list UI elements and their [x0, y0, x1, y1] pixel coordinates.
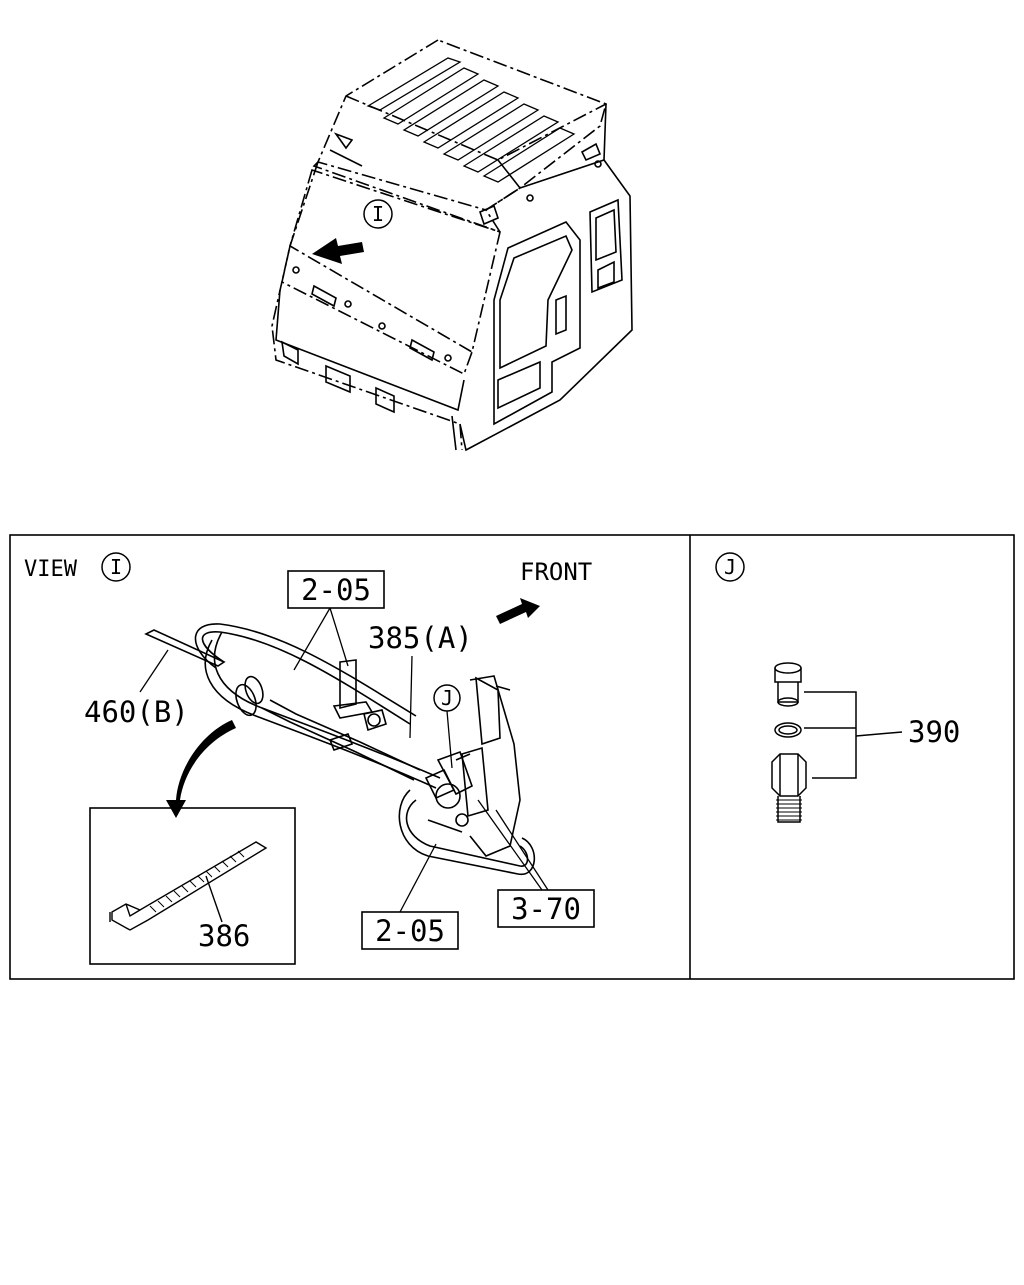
view-circle-i: I	[101, 552, 131, 582]
part-385a-label: 385(A)	[368, 621, 473, 655]
front-arrow	[496, 598, 540, 624]
part-460b-label: 460(B)	[84, 695, 189, 729]
ref-box-2-05-top: 2-05	[287, 570, 385, 609]
cable-tie-drawing	[109, 841, 268, 931]
cab-illustration	[271, 39, 633, 452]
cab-callout-i: I	[363, 199, 393, 229]
svg-text:2-05: 2-05	[375, 914, 445, 948]
cable-tie-detail-box	[89, 807, 296, 965]
ref-box-3-70: 3-70	[497, 889, 595, 928]
detail-j-circle: J	[715, 552, 745, 582]
view-direction-arrow	[312, 238, 364, 264]
svg-text:I: I	[372, 202, 384, 226]
svg-text:I: I	[110, 555, 122, 579]
svg-text:J: J	[441, 686, 453, 710]
leader-lines	[139, 607, 549, 913]
hose-assembly	[144, 623, 536, 875]
part-390-label: 390	[908, 715, 960, 749]
part-386-label: 386	[198, 919, 250, 953]
view-heading: VIEW	[24, 557, 78, 582]
ref-box-2-05-bottom: 2-05	[361, 911, 459, 950]
fitting-parts	[771, 662, 903, 823]
detail-pointer-arrow	[166, 720, 236, 818]
svg-text:J: J	[724, 555, 736, 579]
callout-j-circle: J	[433, 684, 461, 712]
front-label: FRONT	[520, 558, 592, 586]
svg-text:2-05: 2-05	[301, 573, 371, 607]
view-panel-frame	[9, 534, 1015, 980]
svg-text:3-70: 3-70	[511, 892, 581, 926]
